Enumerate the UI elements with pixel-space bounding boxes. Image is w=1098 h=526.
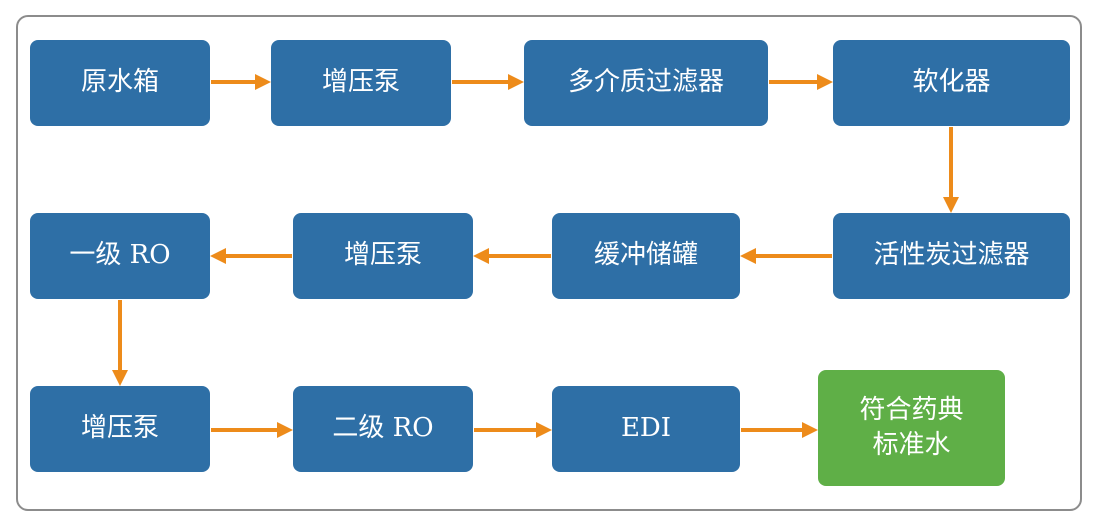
final-node-line-2: 标准水 <box>872 430 951 460</box>
node-primary-ro: 一级 RO <box>30 213 210 299</box>
node-secondary-ro: 二级 RO <box>293 386 473 472</box>
node-multimedia-filter: 多介质过滤器 <box>524 40 768 126</box>
node-softener: 软化器 <box>833 40 1070 126</box>
node-pharmacopoeia-standard-water: 符合药典 标准水 <box>818 370 1005 486</box>
node-edi: EDI <box>552 386 740 472</box>
node-activated-carbon-filter: 活性炭过滤器 <box>833 213 1070 299</box>
node-booster-pump-1: 增压泵 <box>271 40 451 126</box>
final-node-line-1: 符合药典 <box>859 394 964 425</box>
node-raw-water-tank: 原水箱 <box>30 40 210 126</box>
node-buffer-tank: 缓冲储罐 <box>552 213 740 299</box>
node-booster-pump-2: 增压泵 <box>293 213 473 299</box>
node-booster-pump-3: 增压泵 <box>30 386 210 472</box>
